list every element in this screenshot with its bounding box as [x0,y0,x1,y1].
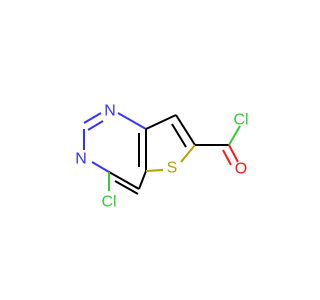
bond-n1-c2 [83,112,102,124]
atom-label-s: S [167,160,178,177]
bond-c4-c4a-inner [114,180,139,195]
bond-n3-c4 [91,161,110,173]
bond-c4a-c7a-link [138,170,147,190]
bond-c7a-c7 [145,114,177,130]
bond-ccarbonyl-cl [228,125,241,146]
bond-c6-s [180,144,196,163]
bond-c7-c6-inner [171,123,187,148]
bond-n1-c2-inner [87,120,104,131]
atom-label-cl-acyl: Cl [233,112,248,129]
bond-s-c4a [145,169,164,172]
bond-c7-c6 [175,114,196,146]
atom-label-o: O [235,161,247,178]
atom-label-n3: N [75,151,87,168]
molecule-structure: N N S O Cl Cl [75,103,248,211]
bond-ccarbonyl-o [228,144,239,163]
bond-c7a-n1 [117,112,147,130]
bond-c4-c4a [108,171,140,190]
atom-label-n1: N [104,103,116,120]
atom-label-cl-4: Cl [101,194,116,211]
bond-ccarbonyl-o-inner [222,149,232,166]
